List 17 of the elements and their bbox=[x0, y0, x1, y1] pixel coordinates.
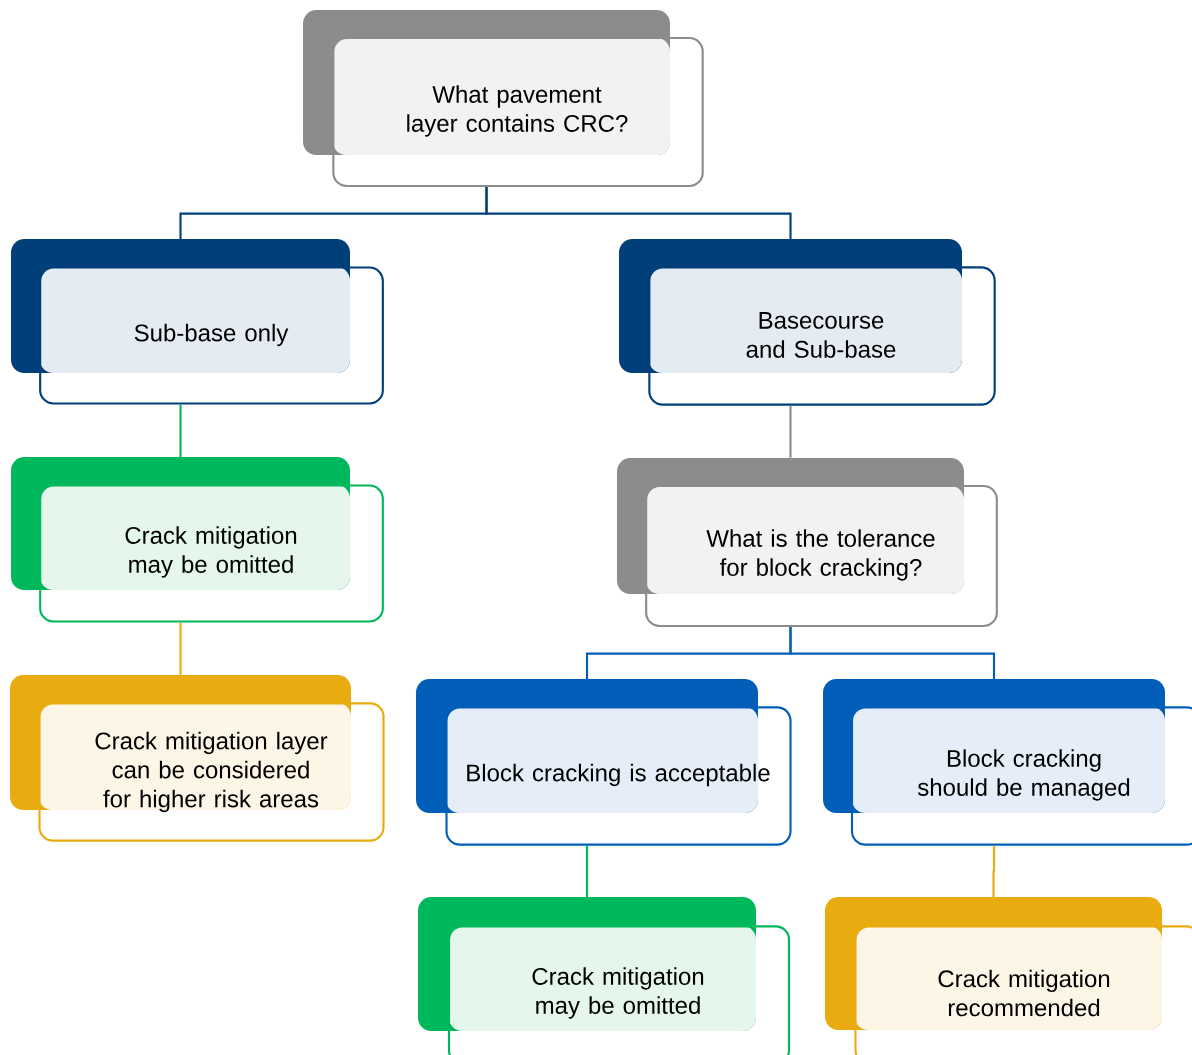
decision-box: Block cracking is acceptable bbox=[416, 679, 792, 846]
connector-line bbox=[179, 622, 182, 675]
connector-line bbox=[485, 187, 792, 240]
decision-box: Block cracking should be managed bbox=[823, 679, 1192, 846]
connector-line bbox=[179, 404, 182, 458]
decision-box: Crack mitigation may be omitted bbox=[418, 897, 791, 1055]
decision-box: Sub-base only bbox=[11, 239, 384, 405]
decision-box: Crack mitigation recommended bbox=[825, 897, 1192, 1055]
decision-box: Basecourse and Sub-base bbox=[619, 239, 996, 406]
connector-line bbox=[789, 627, 996, 680]
decision-box: What pavement layer contains CRC? bbox=[303, 10, 704, 188]
decision-box: Crack mitigation layer can be considered for higher risk areas bbox=[10, 675, 385, 842]
connector-line bbox=[992, 845, 996, 898]
decision-box: Crack mitigation may be omitted bbox=[11, 457, 384, 623]
connector-line bbox=[585, 845, 589, 898]
decision-box: What is the tolerance for block cracking? bbox=[617, 458, 998, 628]
connector-line bbox=[789, 405, 792, 458]
